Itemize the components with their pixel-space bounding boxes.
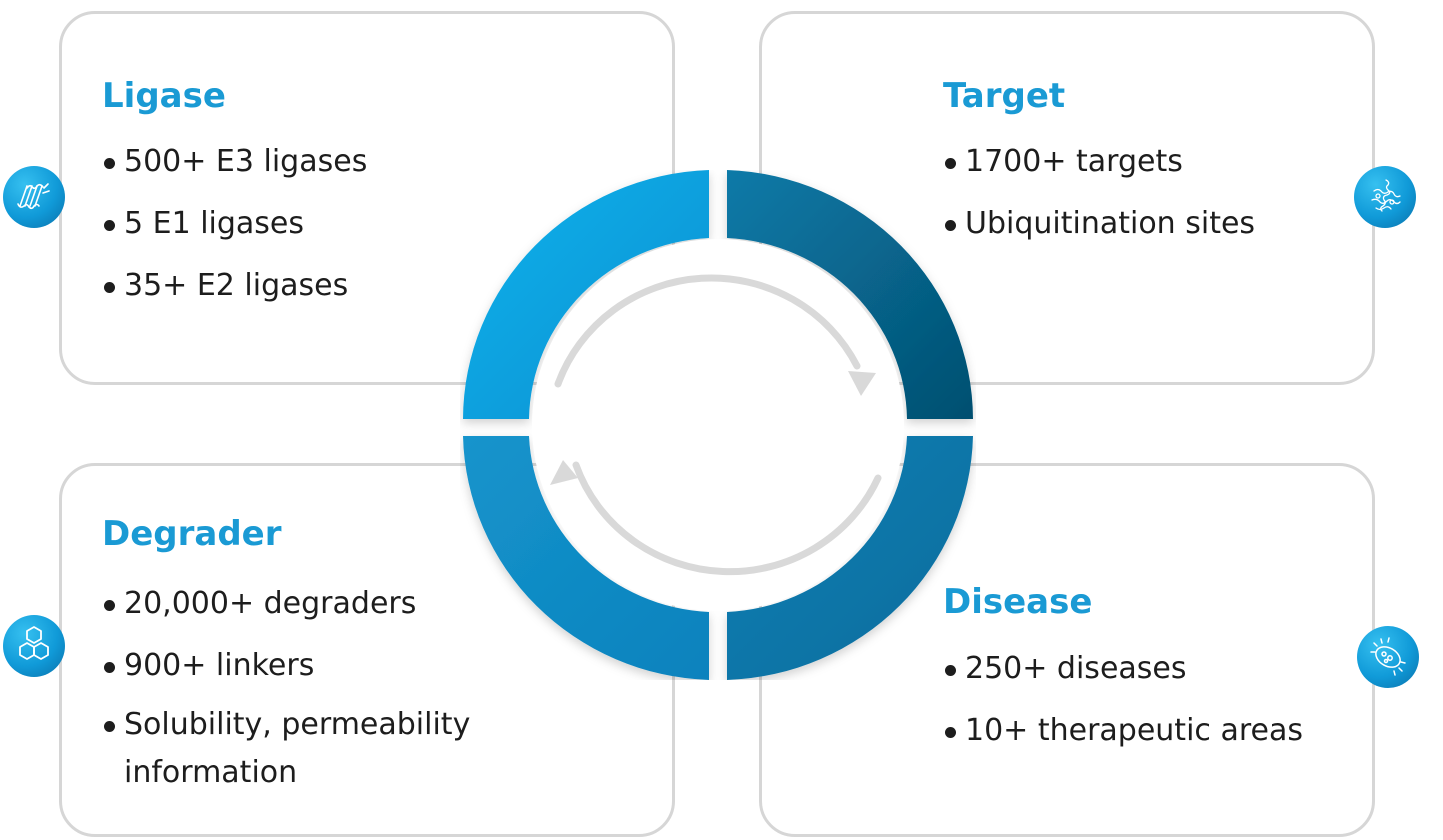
ligase-list: 500+ E3 ligases 5 E1 ligases 35+ E2 liga…: [102, 131, 367, 317]
cycle-ring: [463, 170, 973, 680]
arrow-top: [554, 274, 861, 388]
list-item: 20,000+ degraders: [102, 573, 542, 635]
disease-title: Disease: [943, 582, 1093, 622]
list-item: 35+ E2 ligases: [102, 255, 367, 317]
molecule-icon: [3, 615, 65, 677]
list-item: Solubility, permeability information: [102, 697, 542, 797]
list-item: Ubiquitination sites: [943, 193, 1255, 255]
target-title: Target: [943, 76, 1066, 116]
disease-list: 250+ diseases 10+ therapeutic areas: [943, 638, 1303, 762]
ring-segment-target: [727, 170, 973, 419]
ring-segment-ligase: [463, 170, 709, 419]
list-item: 500+ E3 ligases: [102, 131, 367, 193]
list-item: 250+ diseases: [943, 638, 1303, 700]
list-item: 10+ therapeutic areas: [943, 700, 1303, 762]
list-item: 900+ linkers: [102, 635, 542, 697]
protein-icon: [1354, 166, 1416, 228]
arrow-bottom: [572, 461, 882, 576]
ring-segment-disease: [727, 436, 973, 680]
ligase-title: Ligase: [102, 76, 226, 116]
arrow-top-head: [848, 371, 876, 396]
ring-segment-degrader: [463, 436, 709, 680]
list-item: 5 E1 ligases: [102, 193, 367, 255]
target-list: 1700+ targets Ubiquitination sites: [943, 131, 1255, 255]
ligase-card: Ligase 500+ E3 ligases 5 E1 ligases 35+ …: [59, 11, 675, 385]
degrader-title: Degrader: [102, 514, 282, 554]
arrow-bottom-head: [550, 460, 578, 485]
dna-icon: [3, 166, 65, 228]
degrader-list: 20,000+ degraders 900+ linkers Solubilit…: [102, 573, 542, 797]
list-item: 1700+ targets: [943, 131, 1255, 193]
bacteria-icon: [1357, 626, 1419, 688]
